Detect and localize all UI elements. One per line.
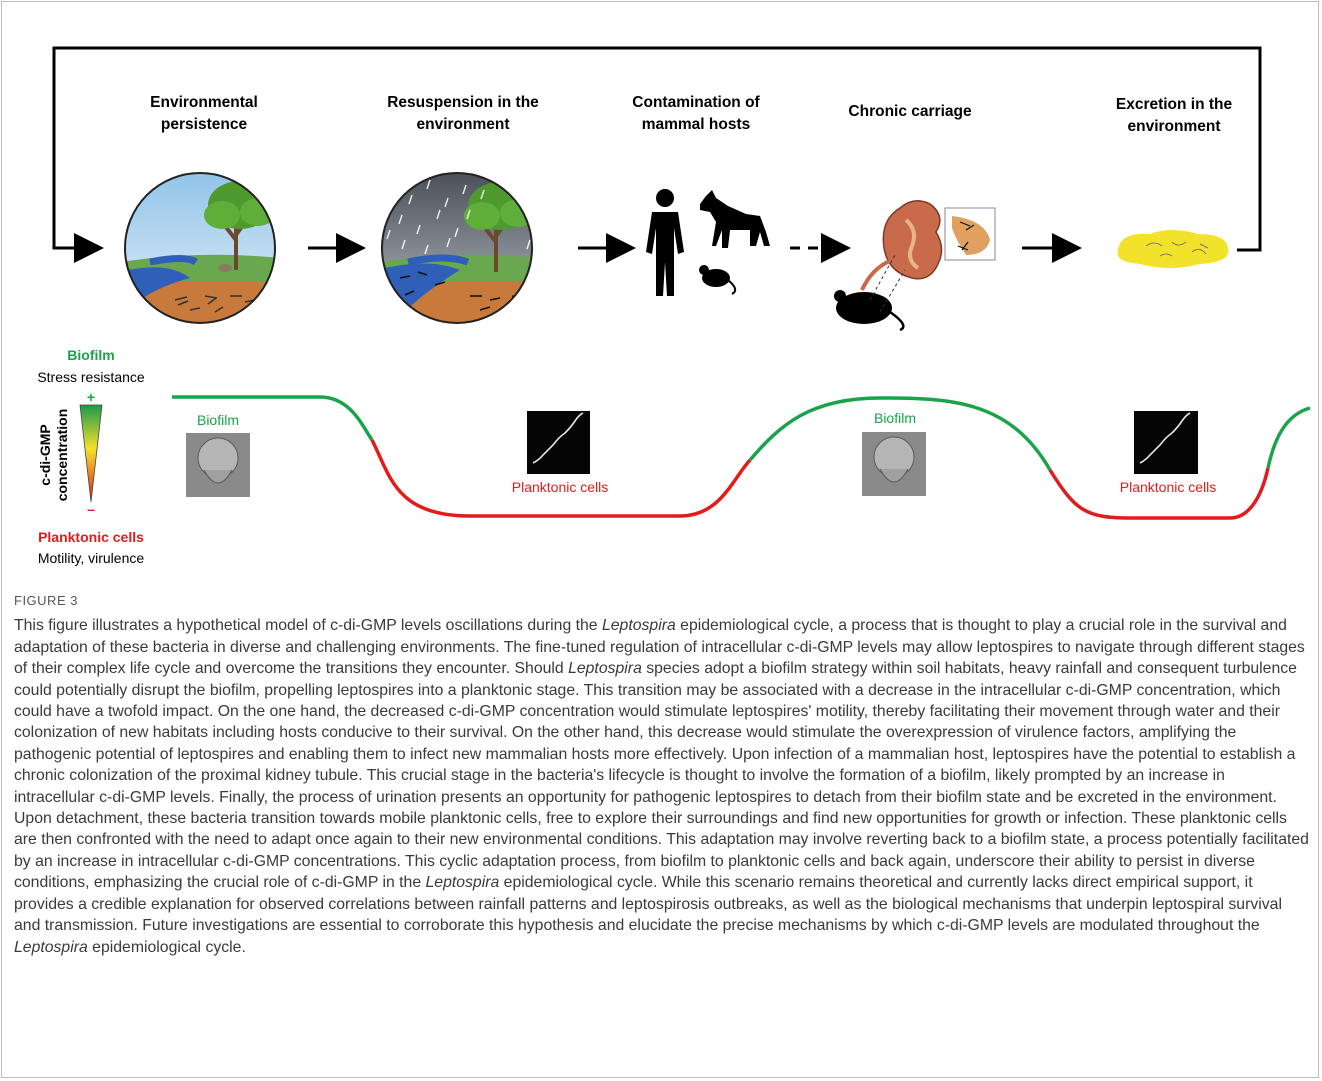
axis-plus: + (87, 389, 95, 405)
curve-planktonic-segment-1 (370, 439, 752, 518)
svg-text:Environmental: Environmental (150, 94, 258, 111)
stage-title-2: Resuspension in the environment (387, 94, 539, 133)
planktonic-micrograph-2 (1134, 411, 1198, 474)
dog-silhouette-icon (700, 190, 770, 248)
curve-biofilm-segment-3 (1266, 406, 1311, 469)
svg-text:mammal hosts: mammal hosts (642, 116, 751, 133)
axis-vertical-label-1: c-di-GMP (37, 424, 53, 485)
stage-title-5: Excretion in the environment (1116, 96, 1233, 135)
curve-biofilm-segment-1 (172, 395, 374, 441)
figure-illustration: Environmental persistence Resuspension i… (37, 46, 1311, 566)
svg-text:environment: environment (1127, 118, 1220, 135)
mouse-silhouette-icon (699, 265, 737, 295)
svg-text:Resuspension in the: Resuspension in the (387, 94, 539, 111)
svg-text:persistence: persistence (161, 116, 248, 133)
svg-text:Contamination of: Contamination of (632, 94, 760, 111)
axis-motility-label: Motility, virulence (38, 550, 145, 566)
scene-2-border (381, 172, 533, 324)
rat-silhouette-icon (834, 290, 905, 332)
stage-title-4: Chronic carriage (848, 103, 972, 120)
stage-title-3: Contamination of mammal hosts (632, 94, 760, 133)
biofilm-label-2: Biofilm (874, 410, 916, 426)
axis-stress-label: Stress resistance (37, 369, 145, 385)
soil-scene-illustration (125, 173, 275, 323)
figure-caption: FIGURE 3 This figure illustrates a hypot… (14, 590, 1310, 958)
planktonic-label-1: Planktonic cells (512, 479, 609, 495)
axis-biofilm-label: Biofilm (67, 347, 114, 363)
svg-text:Excretion in the: Excretion in the (1116, 96, 1233, 113)
human-silhouette-icon (646, 189, 684, 296)
planktonic-micrograph-1 (527, 411, 590, 474)
caption-body: This figure illustrates a hypothetical m… (14, 617, 1309, 956)
svg-text:Chronic carriage: Chronic carriage (848, 103, 972, 120)
stage-title-1: Environmental persistence (150, 94, 258, 133)
scene-1-border (124, 172, 276, 324)
cycle-return-line (52, 46, 1262, 263)
biofilm-micrograph-2 (862, 432, 926, 496)
axis-vertical-label-2: concentration (54, 409, 70, 502)
cdigmp-axis: Biofilm Stress resistance + – c-di-GMP c… (37, 347, 145, 566)
biofilm-label-1: Biofilm (197, 412, 239, 428)
cdigmp-gradient-triangle (79, 404, 103, 503)
cdigmp-oscillation-curve (172, 395, 1311, 520)
curve-biofilm-segment-2 (748, 396, 1052, 471)
kidney-illustration (860, 200, 996, 313)
biofilm-micrograph-1 (186, 433, 250, 497)
curve-planktonic-segment-2 (1048, 467, 1270, 520)
svg-text:environment: environment (416, 116, 509, 133)
axis-minus: – (87, 501, 95, 517)
urine-puddle-illustration (1117, 230, 1229, 268)
axis-planktonic-label: Planktonic cells (38, 529, 144, 545)
figure-label: FIGURE 3 (14, 593, 78, 608)
planktonic-label-2: Planktonic cells (1120, 479, 1217, 495)
